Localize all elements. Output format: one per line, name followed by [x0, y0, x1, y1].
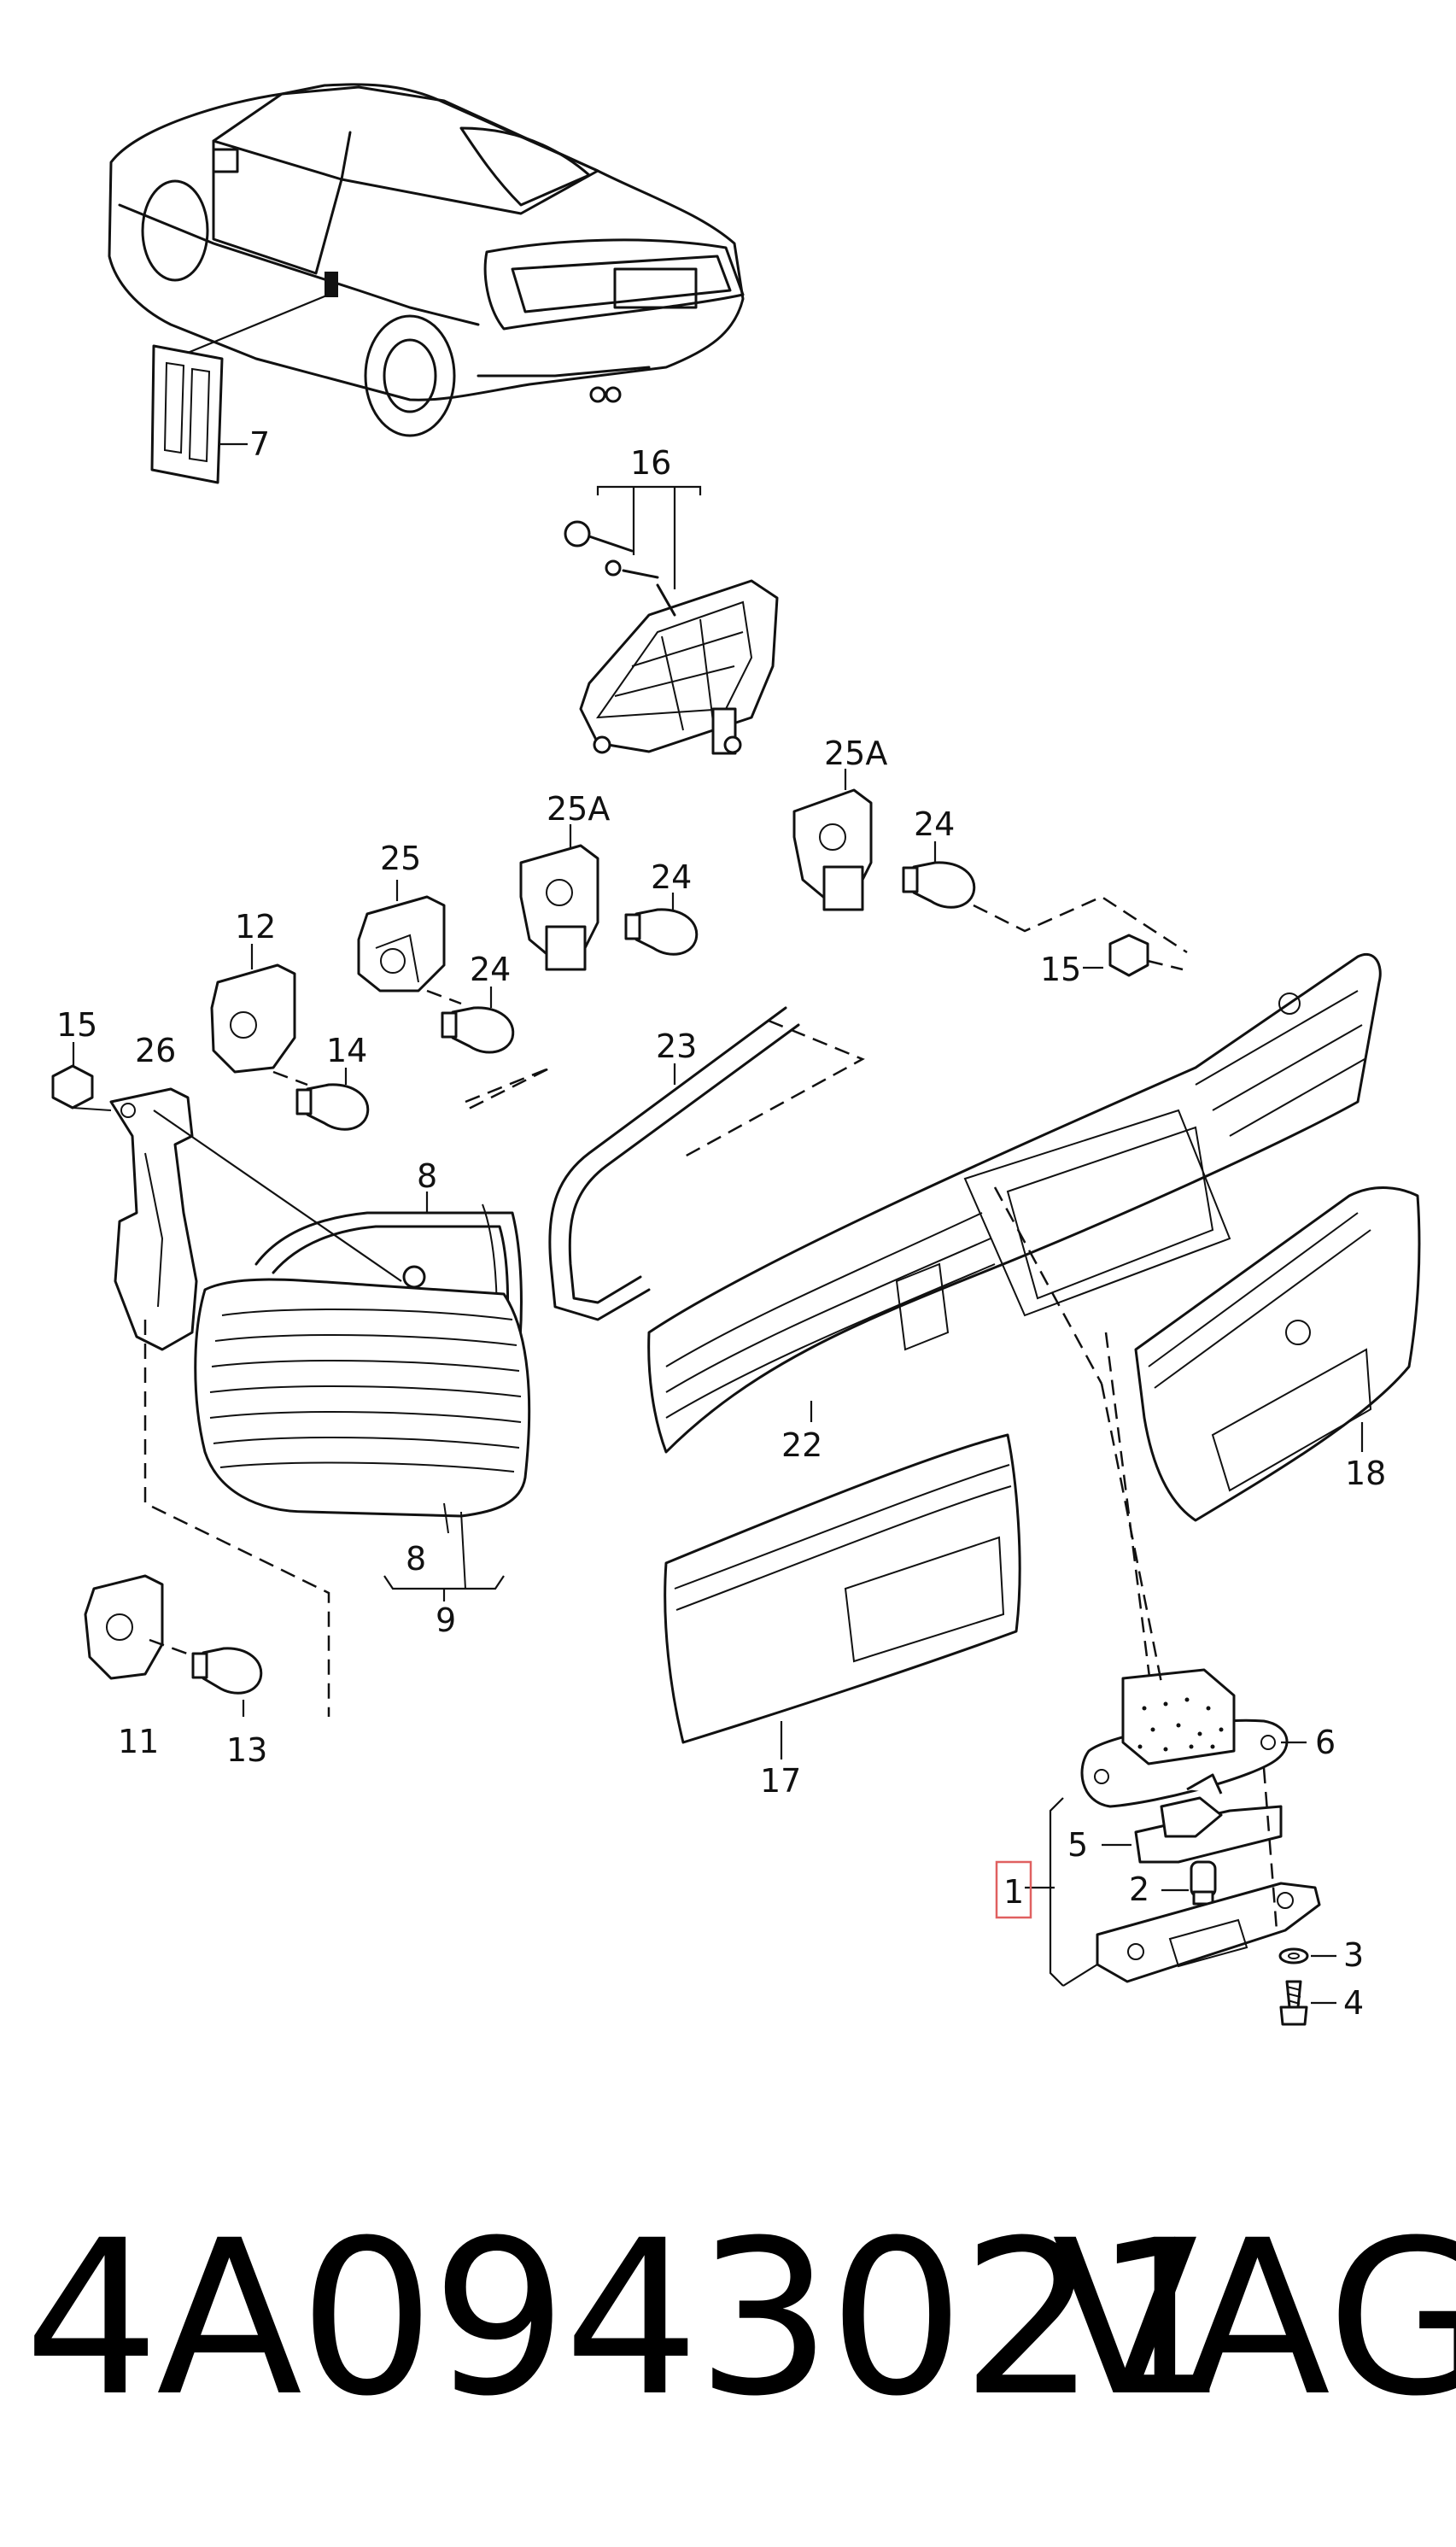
callout-12: 12 — [235, 908, 276, 946]
callout-4: 4 — [1343, 1984, 1364, 2022]
part-4-screw — [1279, 1980, 1336, 2026]
part-11-bulb-holder — [84, 1574, 197, 1680]
callout-24-right: 24 — [914, 805, 955, 843]
callout-24-mid: 24 — [651, 858, 692, 896]
part-2-bulb — [1161, 1860, 1217, 1906]
part-6-license-light-lens — [1080, 1668, 1307, 1808]
callout-2: 2 — [1129, 1871, 1149, 1908]
callout-26: 26 — [135, 1032, 176, 1069]
part-5-bulb-socket — [1102, 1773, 1283, 1864]
callout-25A-right: 25A — [824, 735, 887, 772]
callout-labels: 7 16 25A 25A 24 24 24 25 12 15 15 14 23 … — [56, 425, 1386, 2022]
callout-6: 6 — [1315, 1724, 1336, 1761]
part-24-bulb-b — [624, 893, 699, 956]
callout-15-right: 15 — [1040, 951, 1081, 988]
callout-11: 11 — [118, 1723, 159, 1760]
part-26-mounting-bracket — [109, 1087, 402, 1351]
part-3-washer — [1278, 1947, 1336, 1964]
part-25A-bulb-holder-left — [519, 824, 599, 971]
callout-13: 13 — [226, 1731, 267, 1769]
callout-9: 9 — [436, 1601, 456, 1639]
callout-8-lower: 8 — [406, 1540, 426, 1578]
part-12-bulb-holder — [210, 944, 308, 1086]
callout-7: 7 — [249, 425, 270, 463]
callout-22: 22 — [781, 1426, 822, 1464]
callout-15-left: 15 — [56, 1006, 97, 1044]
part-15-nut-right — [1083, 934, 1184, 977]
part-25A-bulb-holder-right — [792, 769, 873, 911]
callout-14: 14 — [326, 1032, 367, 1069]
callout-5: 5 — [1067, 1826, 1088, 1864]
part-17-reflector-lens — [664, 1433, 1021, 1759]
part-18-tail-light-right — [1104, 1186, 1421, 1705]
callout-23: 23 — [656, 1028, 697, 1065]
part-7-label-sticker — [150, 293, 330, 484]
part-1-license-light-housing — [995, 1767, 1321, 1987]
part-23-gasket — [465, 1006, 865, 1321]
part-22-rear-center-panel — [647, 952, 1382, 1454]
part-25-bulb-holder — [357, 880, 462, 1005]
callout-25: 25 — [380, 840, 421, 877]
brand-text: VAG — [1052, 2194, 1456, 2443]
callout-1: 1 — [1003, 1873, 1024, 1911]
callout-16: 16 — [630, 444, 671, 482]
callout-8-upper: 8 — [417, 1157, 437, 1195]
part-16-bracket-assembly — [564, 485, 779, 755]
callout-18: 18 — [1345, 1455, 1386, 1492]
part-9-tail-light-left — [143, 1265, 531, 1717]
part-15-nut-left — [51, 1042, 112, 1111]
part-14-bulb — [295, 1068, 370, 1131]
part-24-bulb-c — [902, 841, 1188, 954]
car-convertible-illustration — [108, 83, 745, 437]
callout-3: 3 — [1343, 1936, 1364, 1974]
callout-17: 17 — [760, 1762, 801, 1800]
part-number-text: 4A0943021 — [24, 2194, 1229, 2443]
part-13-bulb — [191, 1647, 263, 1717]
callout-24-left: 24 — [470, 951, 511, 988]
callout-25A-left: 25A — [547, 790, 610, 828]
part-24-bulb-a — [441, 987, 515, 1054]
